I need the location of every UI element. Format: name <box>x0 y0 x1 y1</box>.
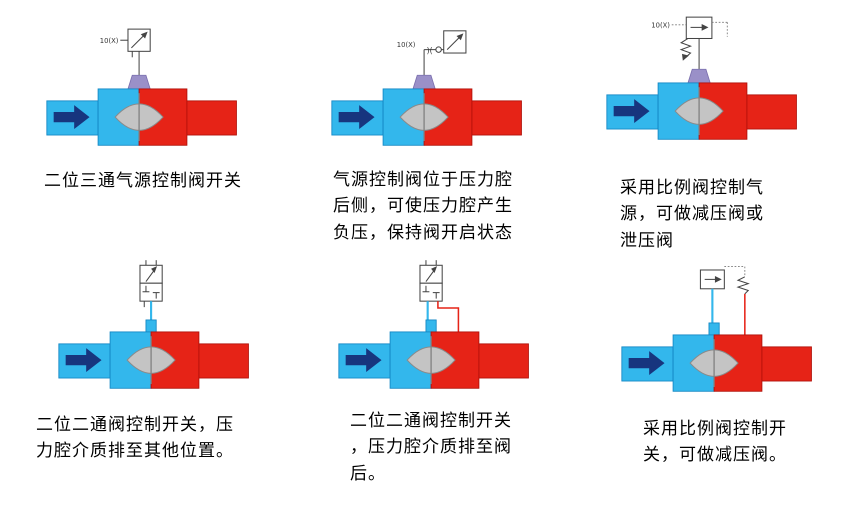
caption-top-middle: 气源控制阀位于压力腔 后侧，可使压力腔产生 负压，保持阀开启状态 <box>333 170 513 243</box>
pilot-valve-symbol-icon: 10(X) <box>100 28 151 76</box>
valve-body <box>606 68 797 140</box>
valve-body <box>58 319 249 389</box>
proportional-valve-symbol-icon: 10(X) <box>651 16 728 70</box>
diagram-proportional-switch <box>621 266 812 392</box>
actuator-stem <box>412 74 436 90</box>
outlet-pipe <box>198 343 249 379</box>
valve-body <box>46 74 237 146</box>
diagram-two-position-two-way-downstream <box>338 260 529 389</box>
outlet-pipe <box>186 100 237 136</box>
pilot-valve-symbol-icon: )( 10(X) <box>397 30 467 76</box>
symbol-label: 10(X) <box>100 37 119 45</box>
caption-top-right: 采用比例阀控制气 源，可做减压阀或 泄压阀 <box>620 178 764 251</box>
outlet-pipe <box>761 346 812 382</box>
diagram-two-position-three-way: 10(X) <box>46 28 237 146</box>
proportional-valve-symbol-icon <box>699 266 750 295</box>
diagram-proportional-supply: 10(X) <box>606 16 797 140</box>
outlet-pipe <box>478 343 529 379</box>
spring-icon <box>736 276 750 295</box>
flow-arrow-icon <box>628 351 665 376</box>
spring-icon <box>679 38 693 59</box>
caption-top-left: 二位三通气源控制阀开关 <box>44 171 242 191</box>
caption-bottom-left: 二位二通阀控制开关，压 力腔介质排至其他位置。 <box>36 415 234 462</box>
diagram-two-position-two-way-external <box>58 260 249 389</box>
flow-arrow-icon <box>613 99 650 124</box>
valve-body <box>331 74 522 146</box>
flow-arrow-icon <box>53 105 90 130</box>
orifice-icon <box>435 46 442 53</box>
outlet-pipe <box>746 94 797 130</box>
nozzle-glyph: )( <box>427 46 433 55</box>
pilot-line-red <box>437 301 460 334</box>
outlet-pipe <box>471 100 522 136</box>
actuator-stem <box>127 74 151 90</box>
actuator-stem <box>687 68 711 84</box>
two-way-valve-symbol-icon <box>139 260 163 308</box>
flow-arrow-icon <box>65 348 102 373</box>
flow-arrow-icon <box>345 348 382 373</box>
two-way-valve-symbol-icon <box>419 260 443 302</box>
caption-bottom-middle: 二位二通阀控制开关 ，压力腔介质排至阀 后。 <box>350 411 512 484</box>
caption-bottom-right: 采用比例阀控制开 关，可做减压阀。 <box>643 419 787 466</box>
symbol-label: 10(X) <box>651 21 670 29</box>
valve-body <box>621 322 812 392</box>
flow-arrow-icon <box>338 105 375 130</box>
symbol-label: 10(X) <box>397 41 416 49</box>
valve-body <box>338 319 529 389</box>
diagram-rear-pilot-control: )( 10(X) <box>331 30 522 146</box>
